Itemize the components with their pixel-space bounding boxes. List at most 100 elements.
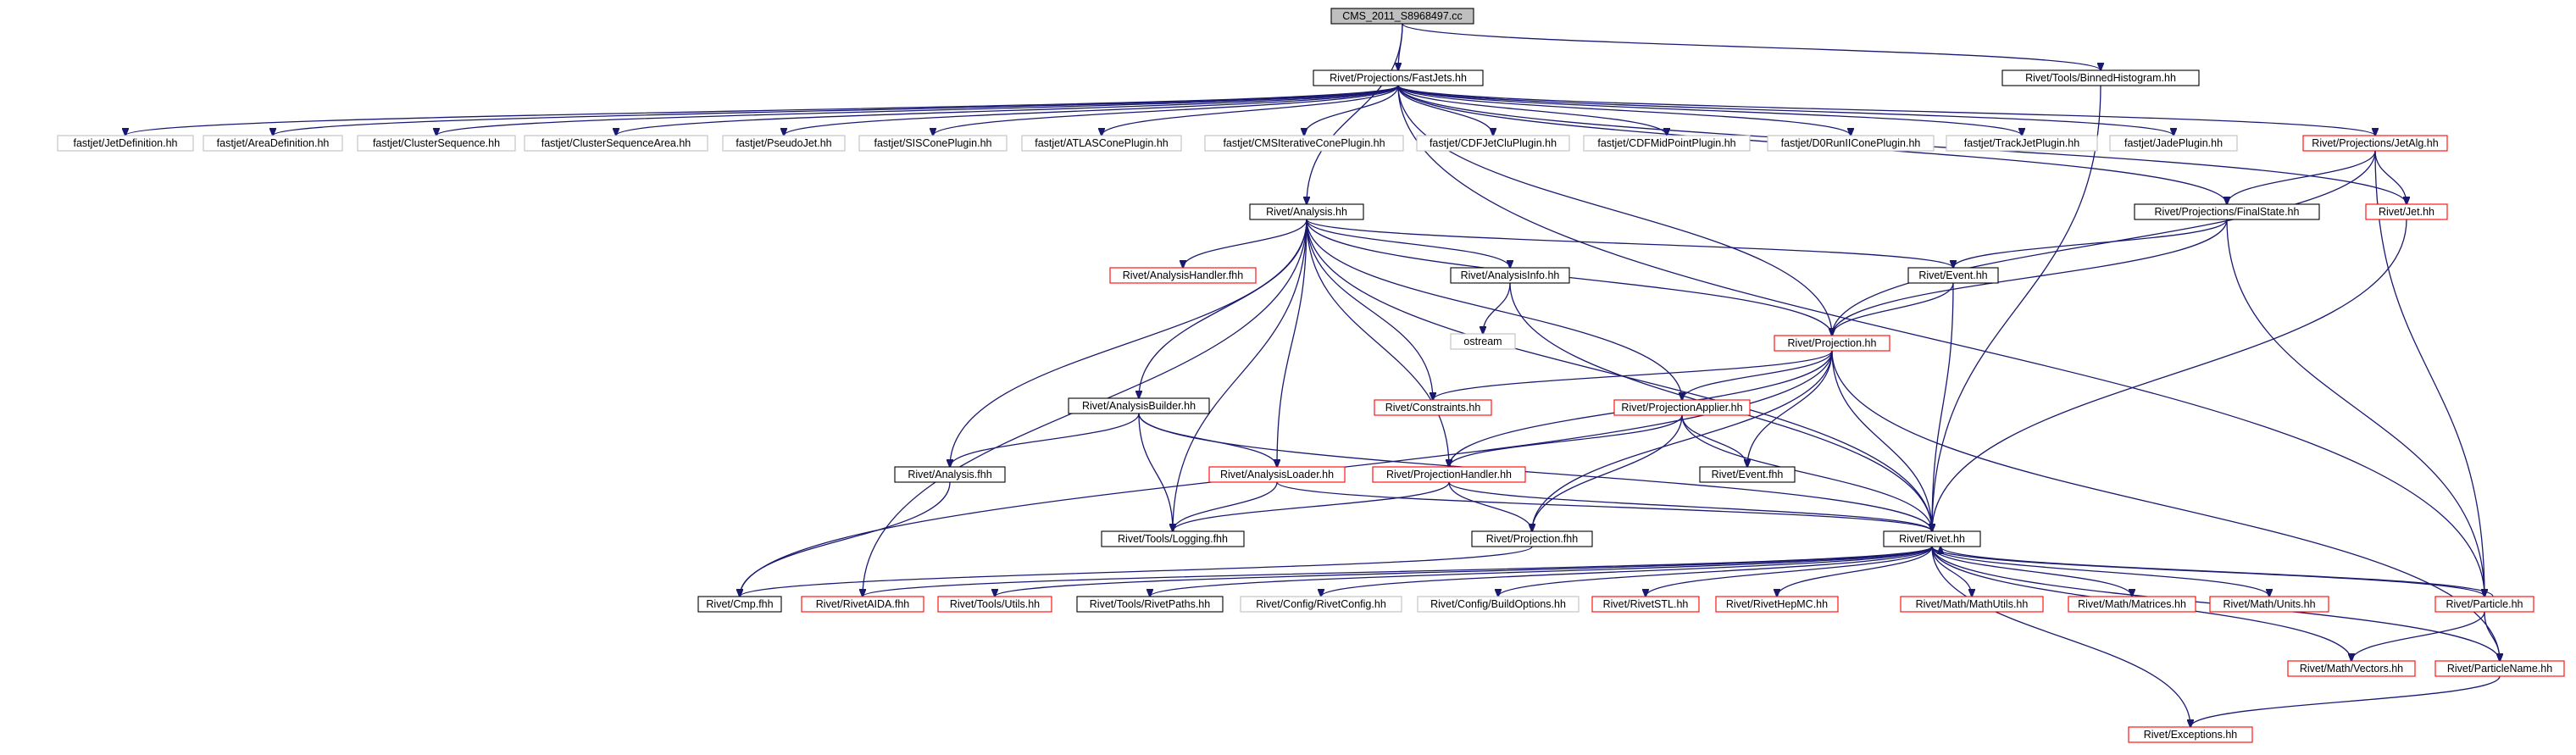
- node-matrices[interactable]: Rivet/Math/Matrices.hh: [2068, 596, 2196, 613]
- node-fj_cdfmid[interactable]: fastjet/CDFMidPointPlugin.hh: [1583, 135, 1751, 152]
- node-analysisloader[interactable]: Rivet/AnalysisLoader.hh: [1208, 466, 1346, 483]
- node-analysisinfo[interactable]: Rivet/AnalysisInfo.hh: [1450, 267, 1570, 284]
- edge-particle-to-particlename: [2484, 611, 2500, 661]
- edge-finalstate-to-event: [1953, 219, 2228, 268]
- edge-analysisbuilder-to-rivet: [1138, 413, 1932, 531]
- node-jetalg[interactable]: Rivet/Projections/JetAlg.hh: [2302, 135, 2448, 152]
- node-box: [1613, 399, 1751, 416]
- node-fj_atlas[interactable]: fastjet/ATLASConePlugin.hh: [1021, 135, 1182, 152]
- node-ostream[interactable]: ostream: [1450, 333, 1516, 350]
- edge-fastjets-to-fj_jade: [1397, 85, 2174, 136]
- node-box: [2434, 660, 2565, 677]
- node-fj_clseqarea[interactable]: fastjet/ClusterSequenceArea.hh: [524, 135, 708, 152]
- node-fj_jade[interactable]: fastjet/JadePlugin.hh: [2109, 135, 2238, 152]
- node-label: Rivet/Math/MathUtils.hh: [1916, 598, 2029, 610]
- node-box: [2209, 596, 2329, 613]
- node-fj_cmsiter[interactable]: fastjet/CMSIterativeConePlugin.hh: [1204, 135, 1404, 152]
- node-label: Rivet/Projections/FinalState.hh: [2155, 206, 2300, 218]
- node-buildoptions[interactable]: Rivet/Config/BuildOptions.hh: [1417, 596, 1579, 613]
- node-box: [524, 135, 708, 152]
- node-box: [1450, 267, 1570, 284]
- node-box: [2109, 135, 2238, 152]
- node-particle[interactable]: Rivet/Particle.hh: [2434, 596, 2534, 613]
- edge-fastjets-to-fj_areadef: [273, 85, 1399, 136]
- node-box: [1900, 596, 2044, 613]
- node-box: [1208, 466, 1346, 483]
- edge-projection_fhh-to-cmp_fhh: [740, 546, 1533, 597]
- node-fj_clseq[interactable]: fastjet/ClusterSequence.hh: [357, 135, 516, 152]
- node-fj_pseudo[interactable]: fastjet/PseudoJet.hh: [722, 135, 846, 152]
- edge-rivet-to-rivetaida: [863, 546, 1933, 597]
- node-projapplier[interactable]: Rivet/ProjectionApplier.hh: [1613, 399, 1751, 416]
- node-box: [1767, 135, 1935, 152]
- edge-analysis-to-logging_fhh: [1173, 219, 1307, 531]
- node-projection[interactable]: Rivet/Projection.hh: [1774, 335, 1890, 352]
- edge-analysis-to-analysisbuilder: [1139, 219, 1307, 398]
- edge-fastjets-to-fj_cdfmid: [1397, 85, 1667, 136]
- edge-projapplier-to-rivet: [1681, 414, 1932, 531]
- node-exceptions[interactable]: Rivet/Exceptions.hh: [2128, 726, 2253, 743]
- node-cmp_fhh[interactable]: Rivet/Cmp.fhh: [697, 596, 782, 613]
- node-fj_areadef[interactable]: fastjet/AreaDefinition.hh: [203, 135, 343, 152]
- node-rivethepmc[interactable]: Rivet/RivetHepMC.hh: [1715, 596, 1839, 613]
- node-box: [1101, 530, 1245, 547]
- node-label: Rivet/Rivet.hh: [1899, 533, 1965, 545]
- node-fj_jetdef[interactable]: fastjet/JetDefinition.hh: [57, 135, 194, 152]
- node-jet[interactable]: Rivet/Jet.hh: [2365, 203, 2448, 220]
- edge-projection-to-projapplier: [1682, 350, 1833, 400]
- node-fastjets[interactable]: Rivet/Projections/FastJets.hh: [1313, 69, 1484, 86]
- node-rivet[interactable]: Rivet/Rivet.hh: [1883, 530, 1981, 547]
- node-binned[interactable]: Rivet/Tools/BinnedHistogram.hh: [2001, 69, 2200, 86]
- edge-fastjets-to-fj_siscone: [933, 85, 1399, 136]
- node-label: Rivet/Exceptions.hh: [2144, 729, 2238, 741]
- node-analysishandler_fhh[interactable]: Rivet/AnalysisHandler.fhh: [1109, 267, 1257, 284]
- edge-jetalg-to-projection: [1832, 150, 2376, 336]
- node-box: [1450, 333, 1516, 350]
- node-label: Rivet/Particle.hh: [2446, 598, 2523, 610]
- node-fj_cdfclu[interactable]: fastjet/CDFJetCluPlugin.hh: [1416, 135, 1570, 152]
- node-analysisbuilder[interactable]: Rivet/AnalysisBuilder.hh: [1068, 397, 1210, 414]
- node-fj_d0[interactable]: fastjet/D0RunIIConePlugin.hh: [1767, 135, 1935, 152]
- node-analysis_fhh[interactable]: Rivet/Analysis.fhh: [894, 466, 1006, 483]
- node-analysis[interactable]: Rivet/Analysis.hh: [1249, 203, 1364, 220]
- edge-analysis-to-projhandler: [1306, 219, 1449, 467]
- edge-jetalg-to-jet: [2374, 150, 2407, 204]
- node-projhandler[interactable]: Rivet/ProjectionHandler.hh: [1372, 466, 1526, 483]
- edge-projapplier-to-projhandler: [1449, 414, 1683, 467]
- node-label: fastjet/JetDefinition.hh: [74, 137, 178, 149]
- node-box: [1076, 596, 1224, 613]
- node-event[interactable]: Rivet/Event.hh: [1907, 267, 1999, 284]
- node-mathutils[interactable]: Rivet/Math/MathUtils.hh: [1900, 596, 2044, 613]
- edge-fastjets-to-fj_pseudo: [784, 85, 1399, 136]
- node-label: Rivet/Math/Vectors.hh: [2300, 663, 2403, 675]
- node-particlename[interactable]: Rivet/ParticleName.hh: [2434, 660, 2565, 677]
- node-label: CMS_2011_S8968497.cc: [1342, 10, 1463, 22]
- edge-finalstate-to-particle: [2226, 219, 2484, 597]
- node-label: Rivet/Projection.hh: [1788, 337, 1877, 349]
- node-box: [1021, 135, 1182, 152]
- edges-layer: [125, 23, 2500, 727]
- node-label: fastjet/TrackJetPlugin.hh: [1964, 137, 2079, 149]
- edge-fastjets-to-fj_cmsiter: [1304, 85, 1399, 136]
- edge-jet-to-rivet: [1932, 219, 2407, 531]
- node-projection_fhh[interactable]: Rivet/Projection.fhh: [1471, 530, 1593, 547]
- node-vectors[interactable]: Rivet/Math/Vectors.hh: [2287, 660, 2416, 677]
- node-rivetconfig[interactable]: Rivet/Config/RivetConfig.hh: [1240, 596, 1402, 613]
- node-label: Rivet/ParticleName.hh: [2447, 663, 2552, 675]
- node-utils[interactable]: Rivet/Tools/Utils.hh: [937, 596, 1052, 613]
- node-box: [357, 135, 516, 152]
- node-fj_siscone[interactable]: fastjet/SISConePlugin.hh: [858, 135, 1008, 152]
- node-rivetpaths[interactable]: Rivet/Tools/RivetPaths.hh: [1076, 596, 1224, 613]
- node-event_fhh[interactable]: Rivet/Event.fhh: [1699, 466, 1796, 483]
- nodes-layer: CMS_2011_S8968497.ccRivet/Projections/Fa…: [57, 8, 2565, 743]
- node-units[interactable]: Rivet/Math/Units.hh: [2209, 596, 2329, 613]
- node-logging_fhh[interactable]: Rivet/Tools/Logging.fhh: [1101, 530, 1245, 547]
- edge-analysis-to-analysisloader: [1277, 219, 1307, 467]
- node-rivetaida[interactable]: Rivet/RivetAIDA.fhh: [801, 596, 924, 613]
- node-constraints[interactable]: Rivet/Constraints.hh: [1374, 399, 1492, 416]
- node-rivetstl[interactable]: Rivet/RivetSTL.hh: [1591, 596, 1700, 613]
- node-fj_track[interactable]: fastjet/TrackJetPlugin.hh: [1946, 135, 2098, 152]
- node-box: [1471, 530, 1593, 547]
- node-finalstate[interactable]: Rivet/Projections/FinalState.hh: [2134, 203, 2320, 220]
